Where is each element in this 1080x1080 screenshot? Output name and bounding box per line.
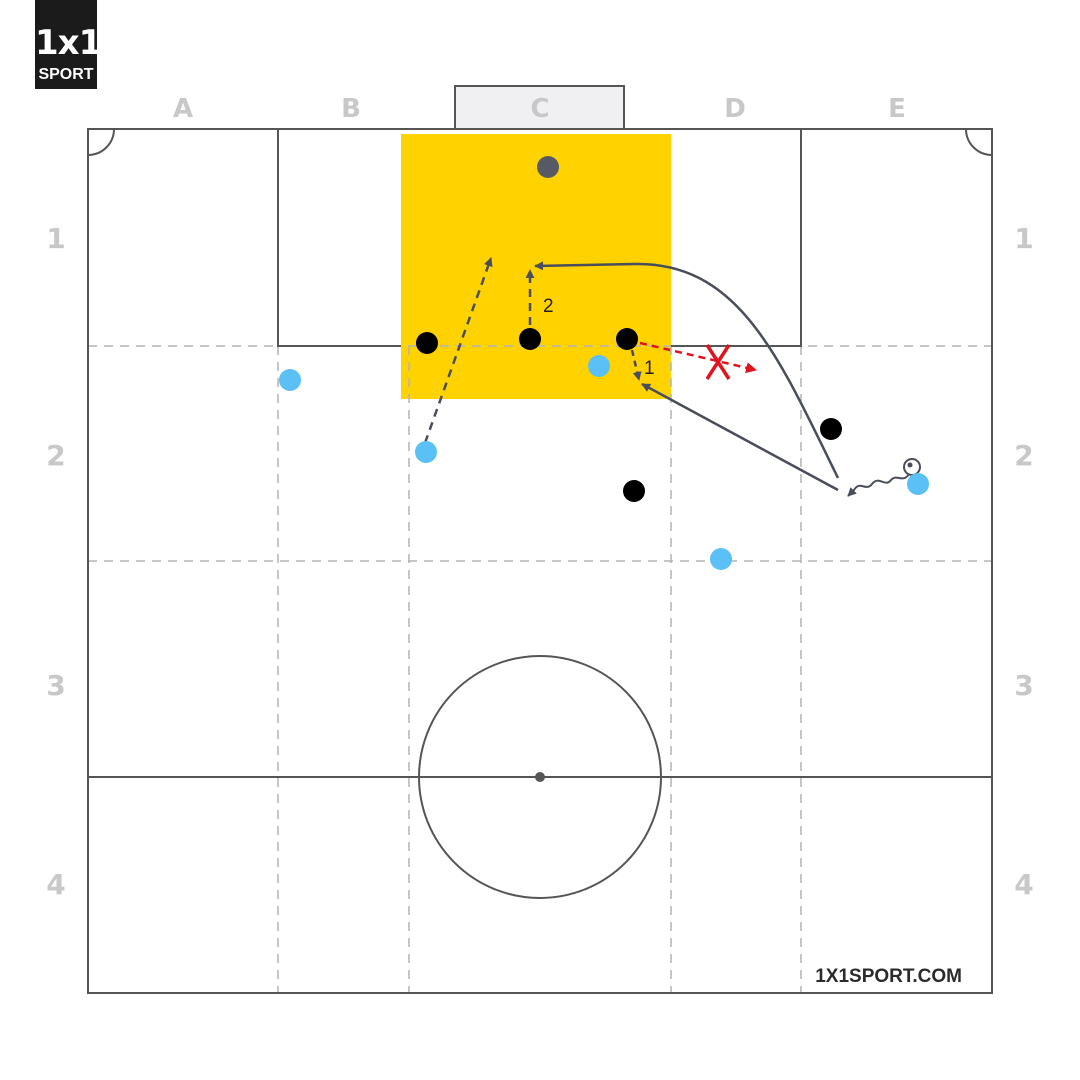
goalkeeper xyxy=(537,156,559,178)
dribble-path xyxy=(847,471,911,497)
defender xyxy=(616,328,638,350)
center-circle xyxy=(418,655,662,899)
defender xyxy=(820,418,842,440)
blocked-pass-arrow xyxy=(639,341,758,374)
cross-pass-arrow xyxy=(534,261,840,479)
column-label-d: D xyxy=(724,94,746,124)
run-arrow-1 xyxy=(630,349,642,381)
column-label-a: A xyxy=(173,94,193,124)
corner-arc-right xyxy=(965,128,993,156)
column-label-c: C xyxy=(530,94,549,124)
row-label-1-right: 1 xyxy=(1014,222,1033,255)
ball-icon xyxy=(903,458,921,476)
attacker xyxy=(907,473,929,495)
attacker xyxy=(710,548,732,570)
row-label-2-left: 2 xyxy=(46,439,65,472)
blocked-pass xyxy=(639,341,758,380)
blocked-x-icon xyxy=(705,344,731,380)
column-label-e: E xyxy=(888,94,906,124)
logo-text: SPORT xyxy=(38,66,94,83)
row-labels: 1 2 3 4 1 2 3 4 xyxy=(46,222,1033,901)
players xyxy=(279,156,929,570)
step-label-2: 2 xyxy=(543,296,554,317)
step-label-1: 1 xyxy=(644,358,655,379)
column-label-b: B xyxy=(341,94,361,124)
row-label-1-left: 1 xyxy=(46,222,65,255)
corner-arc-left xyxy=(87,128,115,156)
row-label-2-right: 2 xyxy=(1014,439,1033,472)
goal xyxy=(454,85,625,130)
row-label-3-left: 3 xyxy=(46,669,65,702)
row-label-4-right: 4 xyxy=(1014,868,1033,901)
run-arrow-left xyxy=(423,257,493,444)
row-label-4-left: 4 xyxy=(46,868,65,901)
pitch-boundary xyxy=(87,128,993,994)
center-spot xyxy=(535,772,545,782)
attacker xyxy=(415,441,437,463)
column-labels: A B C D E xyxy=(173,94,906,124)
defender xyxy=(623,480,645,502)
movement-arrows xyxy=(423,257,911,497)
penalty-box-right xyxy=(671,129,802,347)
penalty-box xyxy=(277,129,401,347)
defender xyxy=(519,328,541,350)
row-label-3-right: 3 xyxy=(1014,669,1033,702)
defender xyxy=(416,332,438,354)
attacker xyxy=(588,355,610,377)
cutback-pass-arrow xyxy=(641,382,839,492)
pitch-lines xyxy=(87,128,993,994)
brand-logo: 1x1 SPORT xyxy=(35,0,102,89)
logo-mark: 1x1 xyxy=(35,23,102,63)
attacker xyxy=(279,369,301,391)
grid-lines xyxy=(88,345,992,993)
website-label: 1X1SPORT.COM xyxy=(815,966,962,987)
